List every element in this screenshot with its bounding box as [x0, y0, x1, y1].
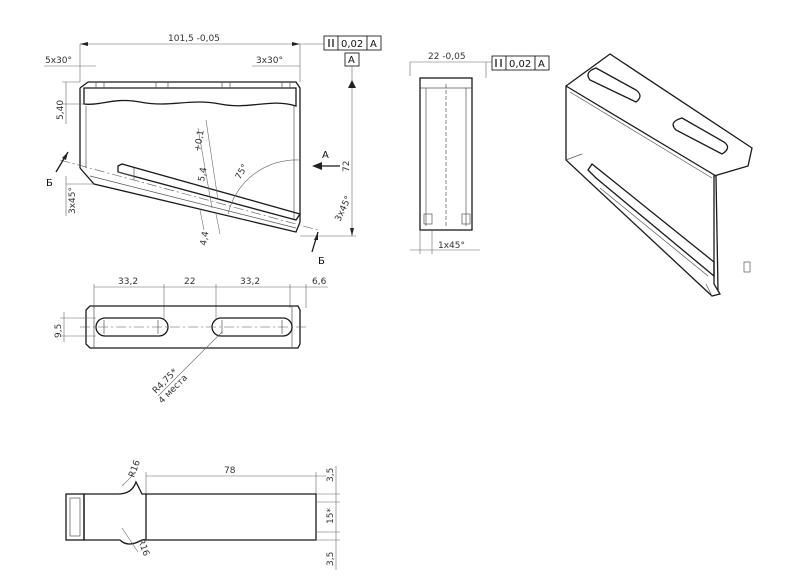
chamfer-low-left-label: 3x45°	[68, 187, 78, 214]
iso-groove	[587, 163, 715, 278]
section-body-hatched	[83, 480, 317, 545]
isometric-view	[565, 53, 753, 297]
tolerance-frame-side: 0,02 A	[491, 55, 550, 71]
tolerance-side-datum: A	[538, 59, 545, 70]
section-radius-bottom-label: R16	[135, 538, 151, 558]
iso-slot-2	[672, 117, 729, 155]
groove-depth-label: 5,4	[197, 166, 209, 182]
front-section-hatch	[83, 87, 297, 107]
top-dim1-label: 33,2	[118, 277, 138, 287]
front-body-outline	[88, 81, 301, 222]
chamfer-low-right-label: 3x45°	[334, 195, 354, 224]
section-radius-top-label: R16	[127, 459, 143, 479]
iso-slot-1	[587, 67, 641, 103]
height-small-label: 5,40	[56, 100, 66, 120]
view-arrow-label: A	[322, 150, 329, 161]
top-body-outline	[85, 305, 301, 349]
side-body-outline	[419, 77, 473, 231]
section-view: 78 R16 R16 3,5 15* 3,5	[65, 459, 340, 570]
top-dim2-label: 22	[184, 277, 195, 287]
datum-label: A	[348, 55, 355, 66]
tolerance-front-datum: A	[370, 39, 377, 50]
section-dim-mid-label: 15*	[326, 508, 336, 524]
top-width-label: 9,5	[54, 324, 64, 338]
top-view: 33,2 22 33,2 6,6 9,5 R4,75* 4 места	[54, 277, 328, 406]
section-mark-left: Б	[46, 178, 53, 189]
tolerance-front-value: 0,02	[341, 39, 363, 50]
section-dim-top-label: 3,5	[326, 468, 336, 482]
section-dim-bottom-label: 3,5	[326, 552, 336, 566]
chamfer-left-label: 5x30°	[45, 56, 72, 66]
chamfer-right-label: 3x30°	[256, 56, 283, 66]
groove-width-label: 4,4	[199, 230, 211, 246]
overall-length-label: 101,5 -0,05	[168, 34, 220, 44]
section-length-label: 78	[224, 466, 236, 476]
height-total-label: 72	[342, 161, 352, 172]
top-dim3-label: 33,2	[240, 277, 260, 287]
section-end-block	[65, 493, 85, 541]
top-slot-1	[95, 317, 169, 337]
groove-tol-label: +0,1	[193, 129, 207, 152]
side-thickness-label: 22 -0,05	[428, 52, 466, 62]
iso-body-outline	[565, 53, 753, 297]
top-dim4-label: 6,6	[312, 277, 327, 287]
tolerance-frame-front: 0,02 A	[300, 35, 382, 51]
front-view: 101,5 -0,05 5x30° 3x30° 0,02 A A	[44, 34, 382, 267]
side-view: 22 -0,05 0,02 A 1x45°	[409, 52, 550, 254]
side-chamfer-label: 1x45°	[438, 241, 465, 251]
slanted-groove	[117, 163, 302, 221]
section-mark-right: Б	[318, 256, 325, 267]
tolerance-side-value: 0,02	[509, 59, 531, 70]
angle-arc	[227, 159, 301, 215]
